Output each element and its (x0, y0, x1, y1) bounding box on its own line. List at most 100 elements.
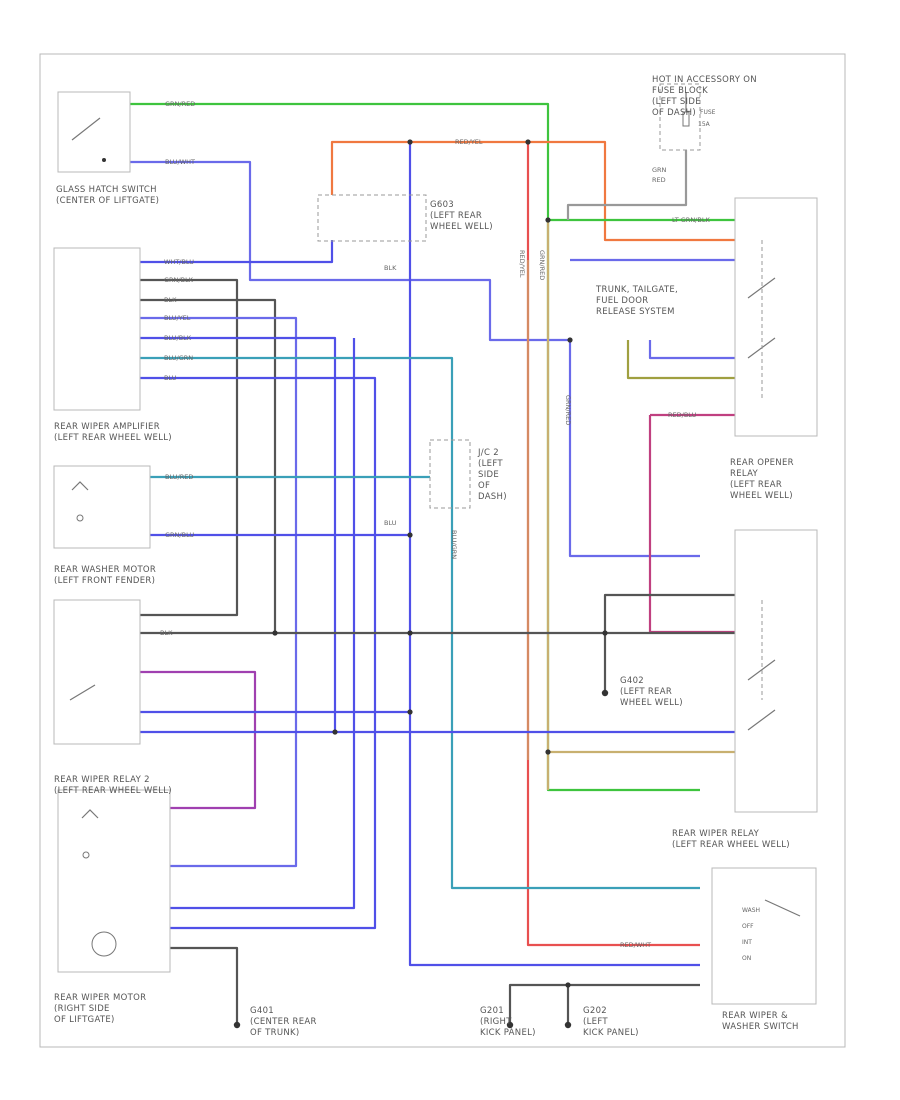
wire-label-blk: BLK (384, 264, 397, 272)
switch-position-off: OFF (742, 923, 754, 930)
rear-wiper-motor-box (57, 789, 171, 973)
wire-label-grn-red: GRN/RED (165, 100, 195, 108)
wire-label-lt-grn-blk: LT GRN/BLK (672, 216, 710, 224)
wire-grn-blk (140, 278, 239, 617)
wire-red-blu-v (648, 415, 735, 634)
rear-opener-relay-label-2: (LEFT REAR (730, 480, 782, 490)
wire-blu-wht-hatch (130, 160, 700, 558)
switch-position-wash: WASH (742, 907, 760, 914)
rear-wiper-washer-switch-label-0: REAR WIPER & (722, 1011, 788, 1021)
wire-grn-red-trunk (626, 340, 735, 380)
wire-blk-g201 (508, 983, 700, 1025)
jc2-label-1: (LEFT (478, 459, 503, 469)
rear-wiper-relay-2-box (53, 599, 141, 745)
glass-hatch-switch-label-1: (CENTER OF LIFTGATE) (56, 196, 159, 206)
rear-wiper-motor-label-0: REAR WIPER MOTOR (54, 993, 146, 1003)
g202-label-1: (LEFT (583, 1017, 608, 1027)
switch-position-int: INT (742, 939, 752, 946)
rear-washer-motor-label-0: REAR WASHER MOTOR (54, 565, 156, 575)
jc2-label-0: J/C 2 (477, 448, 499, 458)
wire-grn-red-fuse (566, 150, 688, 220)
g603-label-1: (LEFT REAR (430, 211, 482, 221)
fuse-label: FUSE (700, 109, 716, 116)
wire-label-red-blu: RED/BLU (668, 411, 697, 419)
fuse-amp-label: 15A (698, 121, 711, 128)
switch-position-on: ON (742, 955, 751, 962)
g201-label-0: G201 (480, 1006, 504, 1016)
wire-label-grn-red-v2: GRN/RED (564, 395, 572, 425)
jc2-box (429, 439, 471, 509)
wire-label-blu-blk: BLU/BLK (164, 334, 192, 342)
g603-label-2: WHEEL WELL) (430, 222, 493, 232)
g603-label-0: G603 (430, 200, 454, 210)
wire-label-whtblu: WHT/BLU (164, 258, 194, 266)
wire-label-blu-grn: BLU/GRN (164, 354, 193, 362)
wire-label-blu: BLU (384, 519, 397, 527)
junction-dots (233, 139, 609, 1029)
wire-label-grn-red-fuse-1: RED (652, 176, 666, 184)
wire-label-red-wht: RED/WHT (620, 941, 651, 949)
wire-blk-g402 (603, 593, 735, 693)
rear-wiper-relay-label-0: REAR WIPER RELAY (672, 829, 760, 839)
rear-wiper-amplifier-box (53, 247, 141, 411)
wire-grn-red-top (130, 102, 700, 792)
rear-wiper-washer-switch-label-1: WASHER SWITCH (722, 1022, 799, 1032)
rear-wiper-amplifier-label-0: REAR WIPER AMPLIFIER (54, 422, 160, 432)
jc2-label-4: DASH) (478, 492, 507, 502)
wire-label-grn-red-v: GRN/RED (538, 250, 546, 280)
wire-blk2 (140, 298, 277, 633)
wire-blu-yel (140, 316, 298, 868)
g202-label-2: KICK PANEL) (583, 1028, 639, 1038)
g401-label-1: (CENTER REAR (250, 1017, 317, 1027)
wire-blu-blk-motor (170, 338, 356, 910)
wire-label-blu-grn-v: BLU/GRN (450, 530, 458, 559)
rear-wiper-motor-label-2: OF LIFTGATE) (54, 1015, 115, 1025)
rear-washer-motor-label-1: (LEFT FRONT FENDER) (54, 576, 155, 586)
rear-wiper-relay-label-1: (LEFT REAR WHEEL WELL) (672, 840, 790, 850)
trunk-system-label-0: TRUNK, TAILGATE, (595, 285, 678, 295)
fuse-block-label-3: OF DASH) (652, 108, 696, 118)
wire-label-blu-yel: BLU/YEL (164, 314, 191, 322)
wire-red-yel-main (526, 142, 700, 947)
fuse-block-box (659, 83, 701, 151)
jc2-label-3: OF (478, 481, 490, 491)
wire-blu-grn (140, 356, 700, 890)
g401-label-0: G401 (250, 1006, 274, 1016)
diagram-frame (39, 53, 846, 1048)
fuse-block-label-2: (LEFT SIDE (652, 97, 701, 107)
wire-blu2 (140, 376, 377, 930)
rear-opener-relay-label-0: REAR OPENER (730, 458, 794, 468)
wire-blu-main (408, 142, 700, 967)
wire-label-grn-blk: GRN/BLK (164, 276, 194, 284)
g201-label-1: (RIGHT (480, 1017, 512, 1027)
rear-wiper-relay-2-label-1: (LEFT REAR WHEEL WELL) (54, 786, 172, 796)
wire-label-red-yel-v: RED/YEL (518, 250, 526, 278)
wire-blu-blk-trunk (648, 340, 735, 360)
wire-red-yel-top (330, 140, 735, 242)
g402-label-1: (LEFT REAR (620, 687, 672, 697)
rear-wiper-relay-box (734, 529, 818, 813)
rear-wiper-amplifier-label-1: (LEFT REAR WHEEL WELL) (54, 433, 172, 443)
trunk-system-label-1: FUEL DOOR (596, 296, 648, 306)
wire-whtblu (140, 240, 334, 264)
g401-label-2: OF TRUNK) (250, 1028, 300, 1038)
wire-label-grn-red-fuse-0: GRN (652, 166, 667, 174)
wire-label-blu2: BLU (164, 374, 177, 382)
rear-washer-motor-box (53, 465, 151, 549)
jc2-label-2: SIDE (478, 470, 499, 480)
rear-wiper-relay-2-label-0: REAR WIPER RELAY 2 (54, 775, 150, 785)
motor-icon (91, 931, 117, 957)
wire-blu-blk (140, 336, 337, 732)
fuse-block-label-0: HOT IN ACCESSORY ON (652, 75, 757, 85)
rear-wiper-washer-switch-box (711, 867, 817, 1005)
wire-blk-g401 (170, 946, 239, 1025)
wire-label-red-yel: RED/YEL (455, 138, 483, 146)
trunk-system-label-2: RELEASE SYSTEM (596, 307, 675, 317)
g201-label-2: KICK PANEL) (480, 1028, 536, 1038)
glass-hatch-switch-label-0: GLASS HATCH SWITCH (56, 185, 157, 195)
wire-label-blu-red: BLU/RED (165, 473, 193, 481)
wire-label-blk2: BLK (164, 296, 177, 304)
wire-label-blu-wht: BLU/WHT (165, 158, 195, 166)
